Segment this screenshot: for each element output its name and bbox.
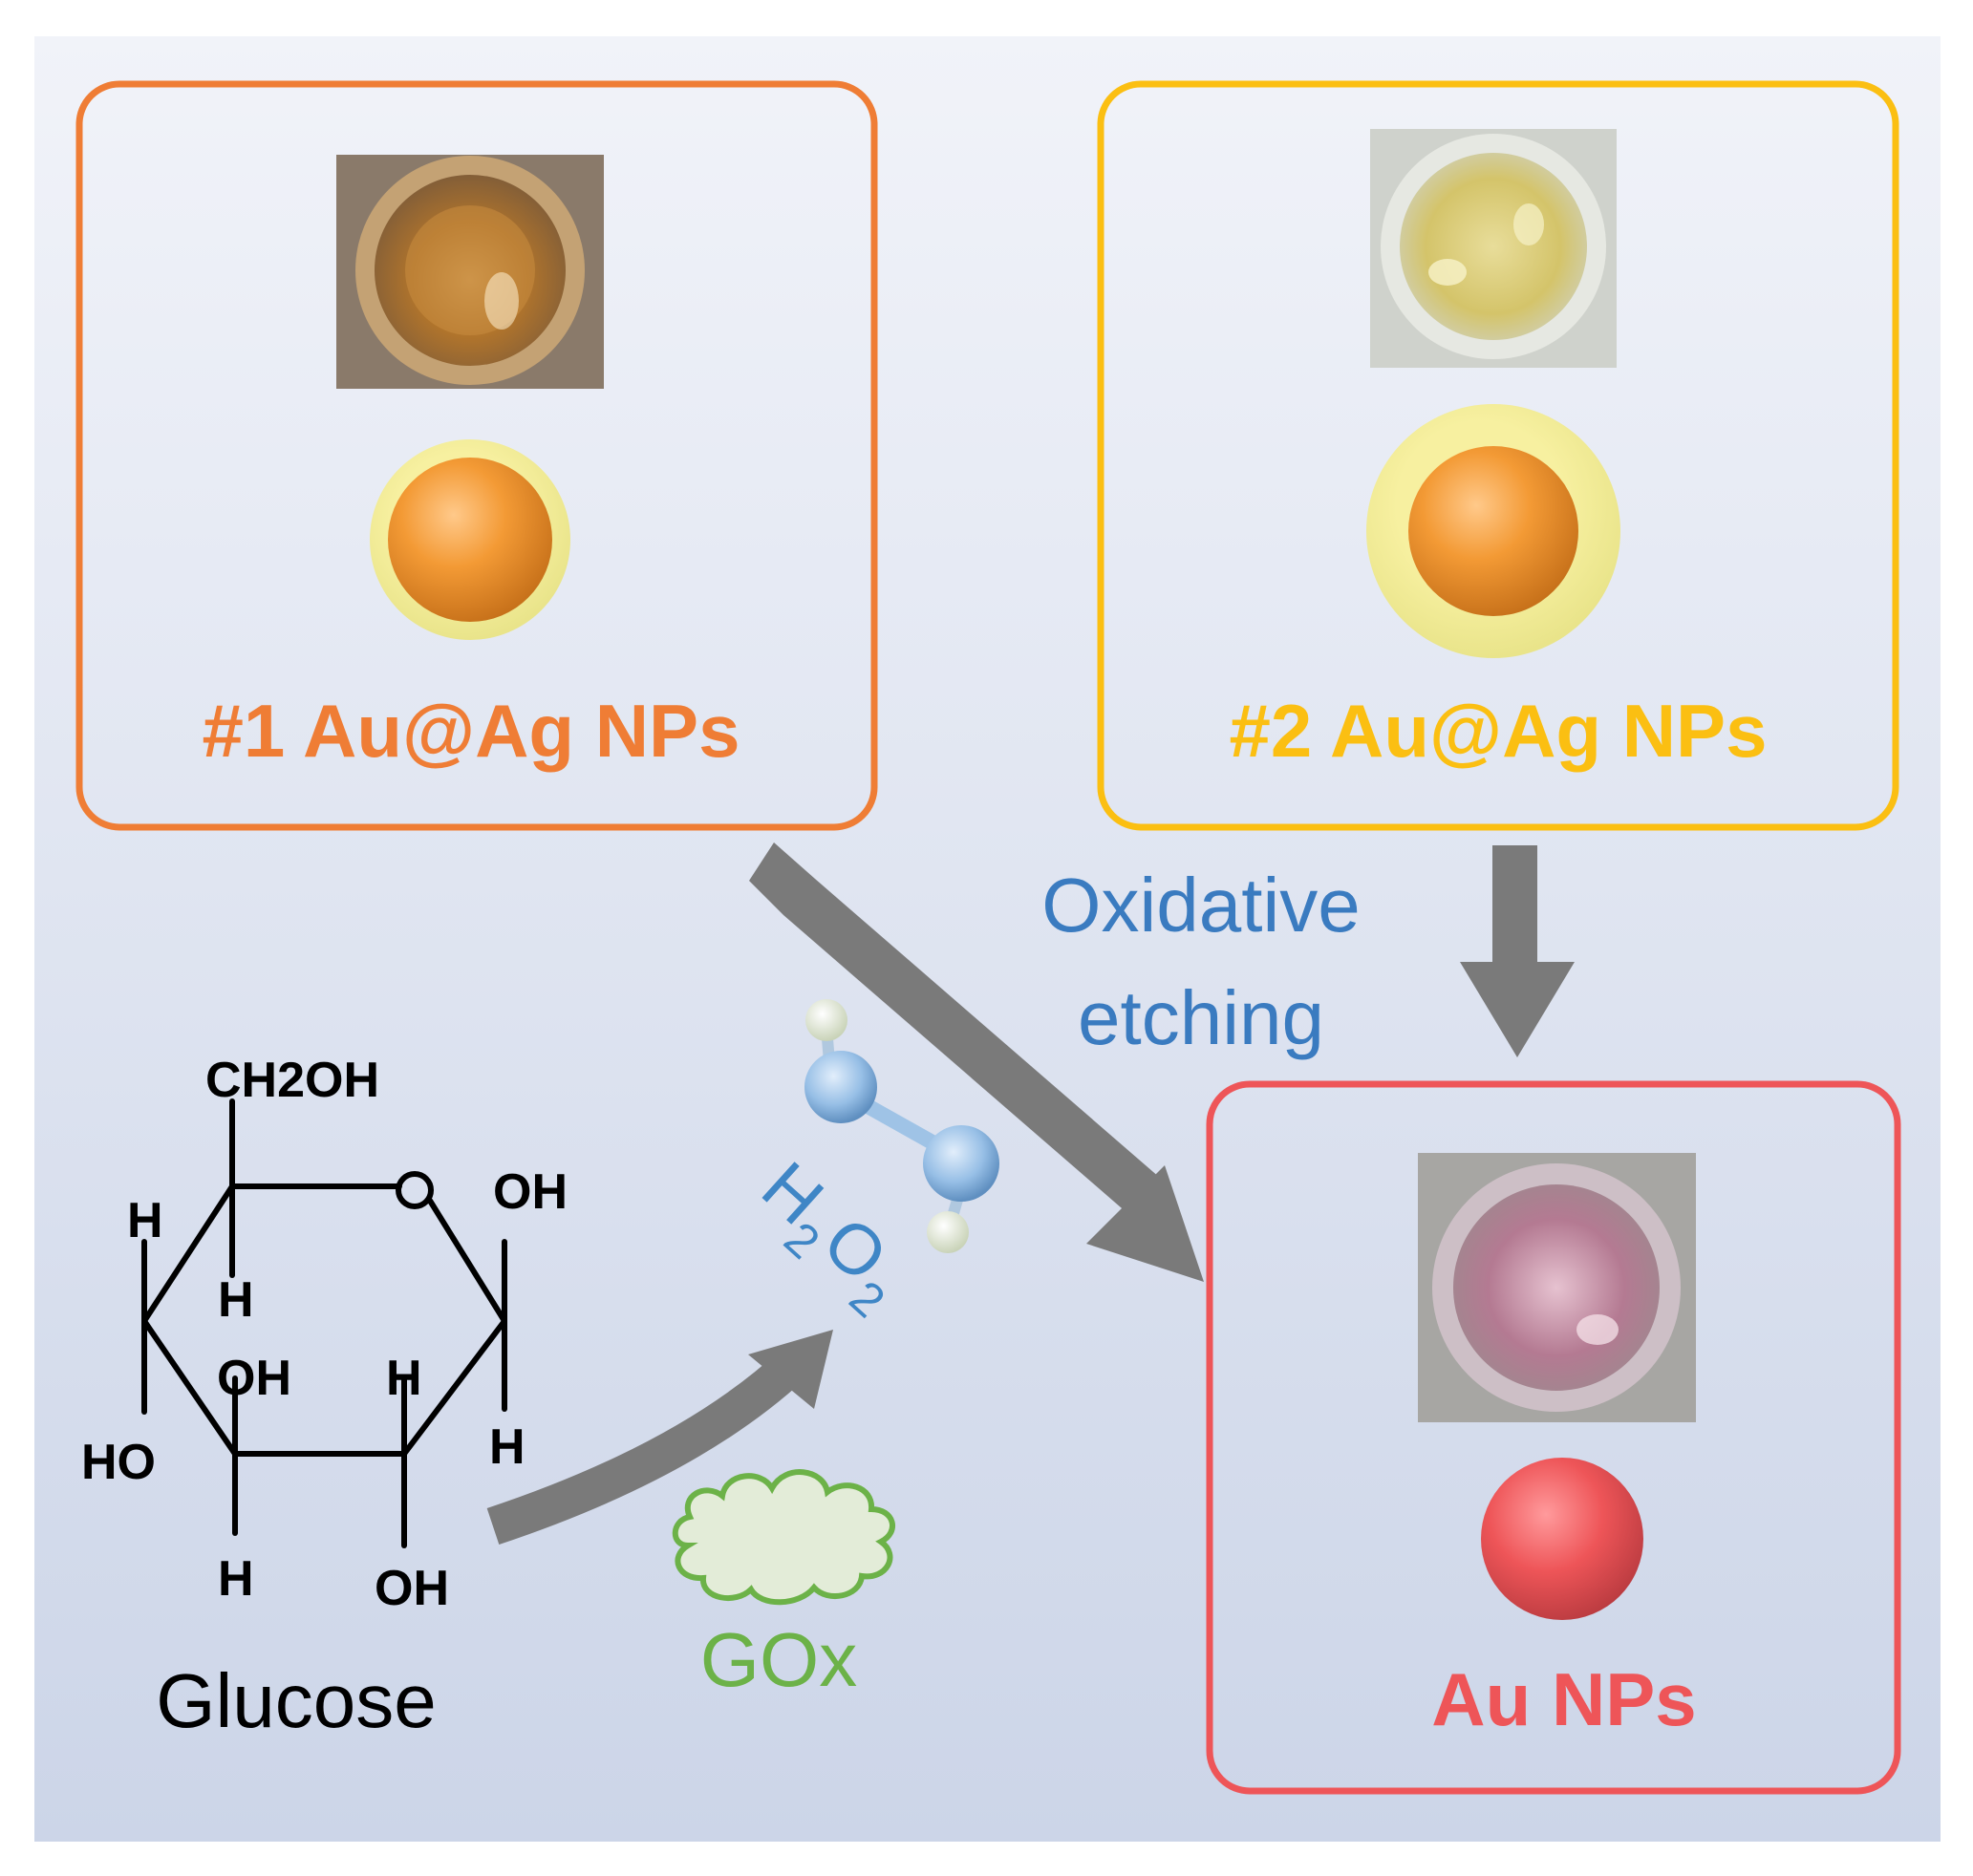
glucose-group-labels: CH2OH OH H H OH H H HO H OH	[81, 1053, 568, 1616]
np2-label: #2 Au@Ag NPs	[1230, 689, 1768, 773]
np2-core-shell-particle	[1366, 404, 1620, 658]
glucose-h-left-top: H	[127, 1193, 163, 1248]
etching-label-line1: Oxidative	[1041, 863, 1360, 948]
np2-cuvette-photo	[1370, 129, 1617, 368]
glucose-structure	[141, 1098, 507, 1548]
glucose-h-inner-left: H	[218, 1272, 254, 1328]
glucose-oh-middle: OH	[217, 1351, 291, 1406]
au-panel-frame	[1206, 1080, 1901, 1795]
np1-cuvette-photo	[336, 155, 604, 389]
np2-panel-frame	[1097, 80, 1899, 831]
etching-label-line2: etching	[1078, 975, 1324, 1060]
etching-arrow-diagonal	[749, 842, 1204, 1282]
np1-label: #1 Au@Ag NPs	[203, 689, 740, 773]
au-particle	[1481, 1458, 1643, 1620]
background-panel	[34, 36, 1941, 1842]
h2o2-molecule-model	[804, 999, 999, 1253]
gox-label: GOx	[700, 1617, 857, 1702]
glucose-h-bottom: H	[218, 1551, 254, 1607]
glucose-ch2oh: CH2OH	[205, 1053, 379, 1108]
enzyme-arrow-curved	[486, 1330, 833, 1545]
etching-arrow-down	[1460, 845, 1575, 1057]
au-cuvette-photo	[1418, 1153, 1696, 1422]
np1-panel-frame	[75, 80, 878, 831]
gox-enzyme-cloud-icon	[672, 1469, 895, 1606]
np1-core-shell-particle	[370, 439, 570, 640]
glucose-name: Glucose	[156, 1658, 436, 1743]
glucose-oh-bottom: OH	[375, 1561, 449, 1616]
glucose-ho-left: HO	[81, 1435, 156, 1490]
au-label: Au NPs	[1431, 1657, 1696, 1741]
glucose-h-middle: H	[386, 1351, 422, 1406]
glucose-oh-ring-right: OH	[493, 1164, 568, 1220]
glucose-h-right: H	[489, 1419, 525, 1475]
